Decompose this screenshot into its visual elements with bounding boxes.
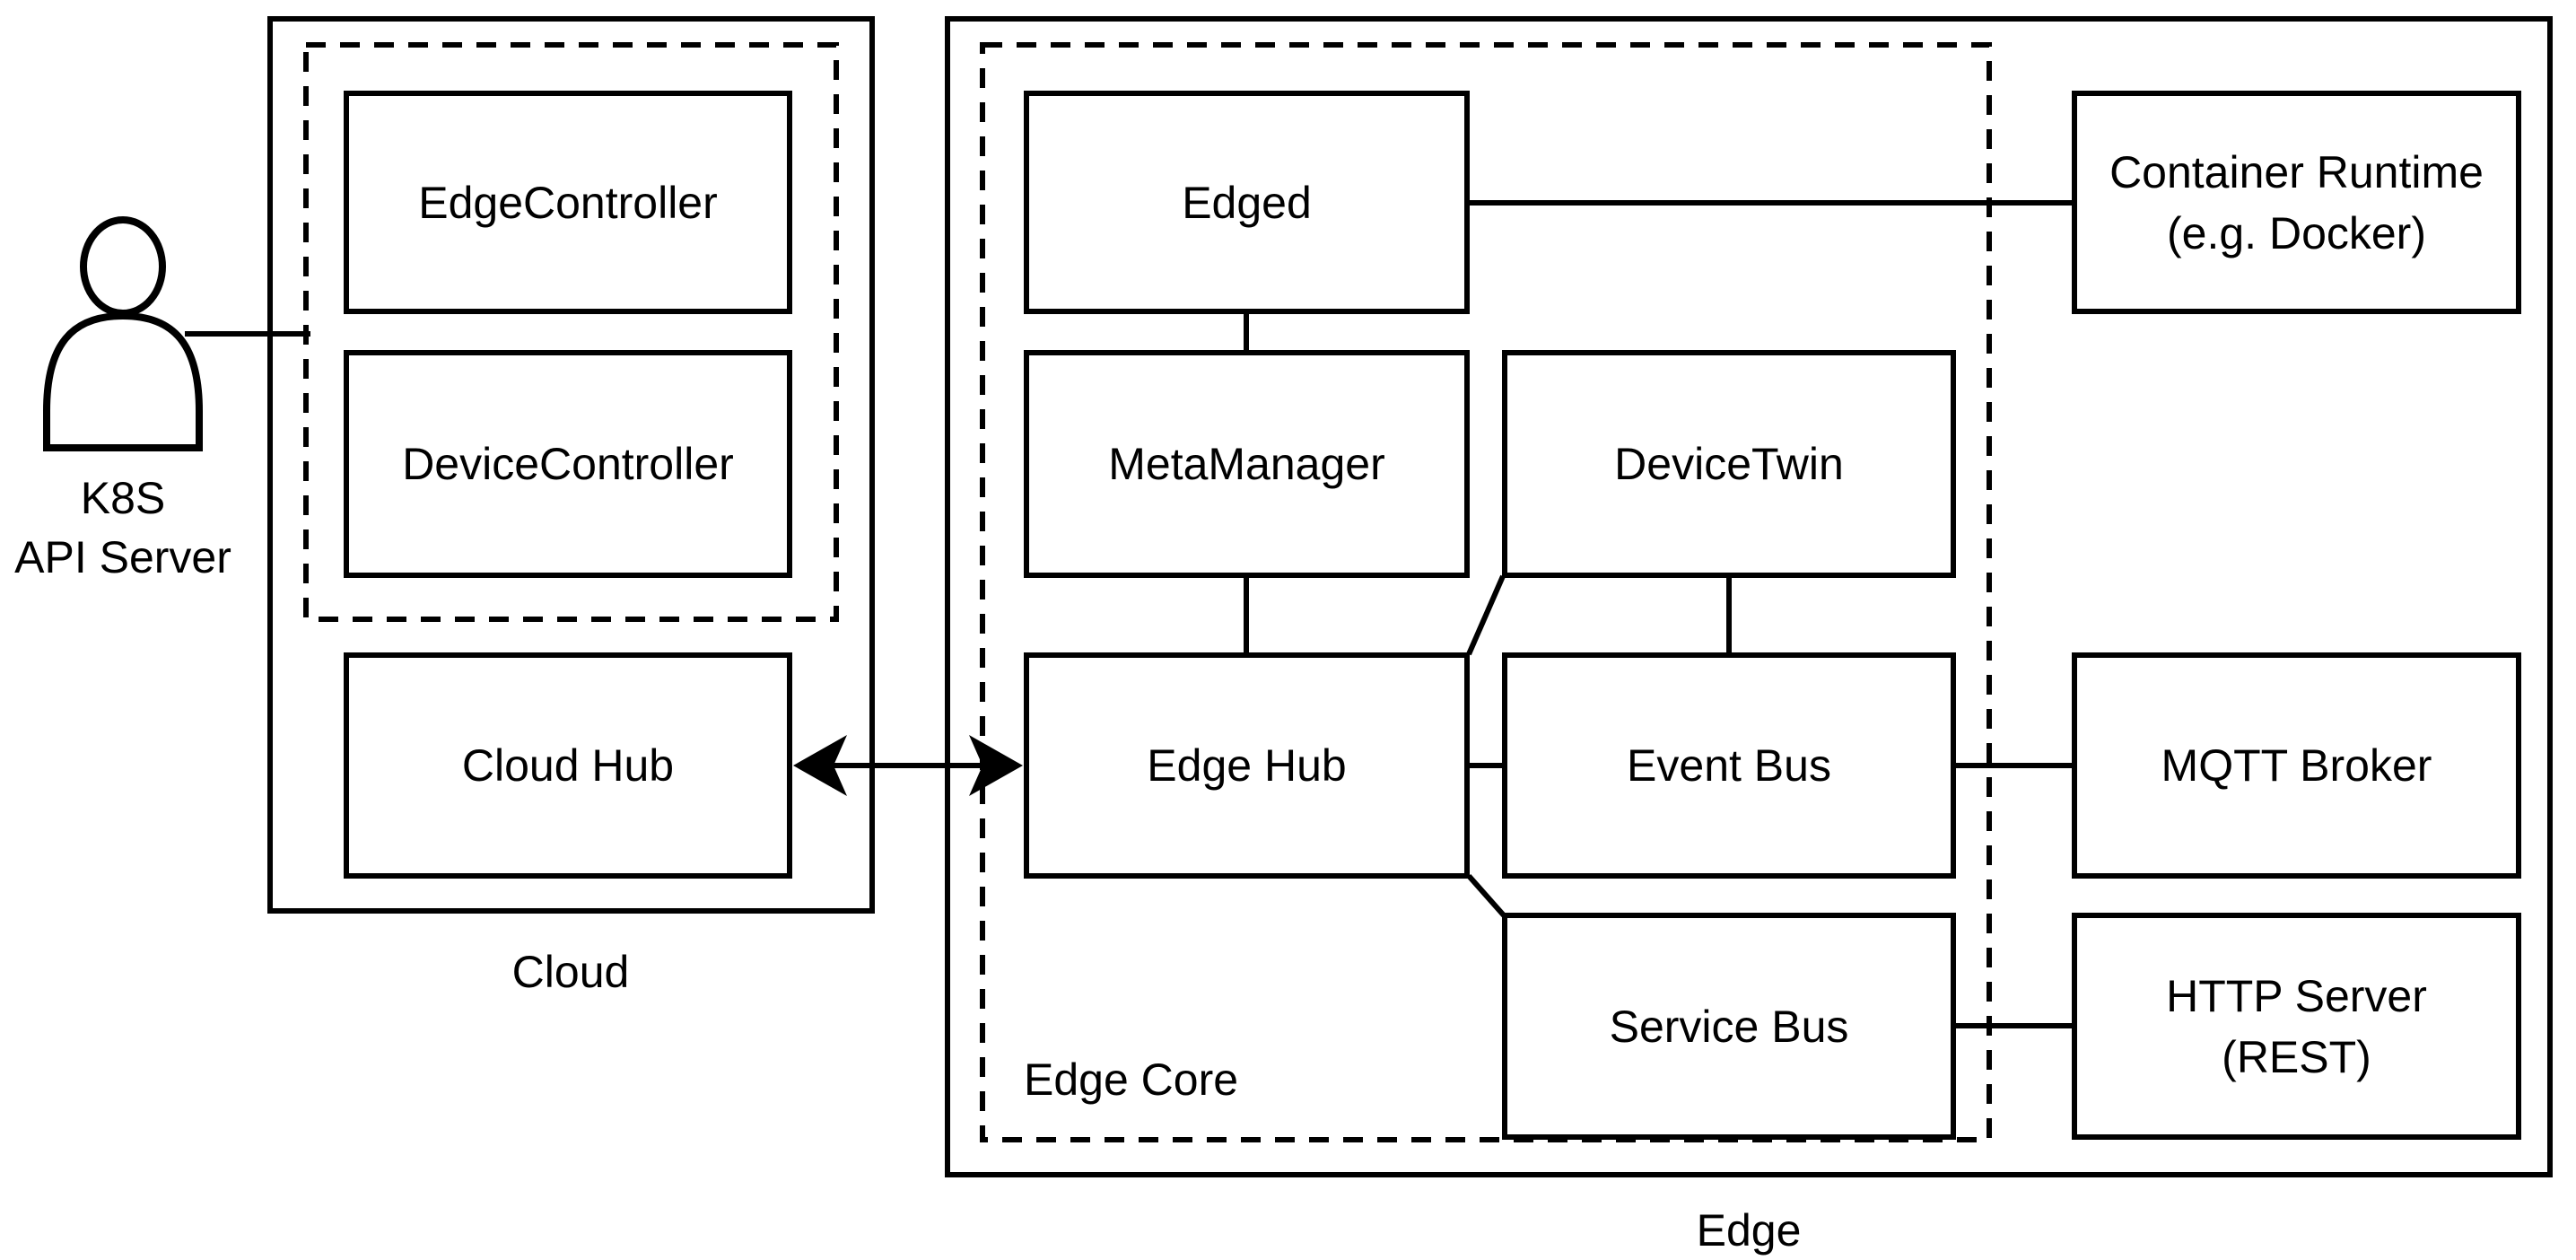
node-httpserver-sublabel: (REST) — [2222, 1031, 2371, 1082]
node-httpserver: HTTP Server (REST) — [2072, 913, 2521, 1140]
node-container-runtime: Container Runtime (e.g. Docker) — [2072, 91, 2521, 314]
node-edgehub: Edge Hub — [1024, 652, 1470, 879]
node-servicebus-label: Service Bus — [1609, 1001, 1849, 1052]
person-head — [80, 216, 166, 317]
connector-edgehub-servicebus-diagonal — [1466, 874, 1506, 917]
node-devicetwin-label: DeviceTwin — [1614, 439, 1844, 489]
edge-caption-label: Edge — [1696, 1205, 1802, 1256]
node-mqttbroker-label: MQTT Broker — [2161, 740, 2432, 791]
actor-caption-line1: K8S — [80, 473, 166, 523]
node-edged-label: Edged — [1182, 177, 1312, 228]
edge-core-caption: Edge Core — [1024, 1050, 1526, 1109]
node-metamanager: MetaManager — [1024, 350, 1470, 578]
arrowhead-right-icon — [969, 735, 1023, 796]
actor-caption-line2: API Server — [14, 532, 231, 582]
node-eventbus: Event Bus — [1502, 652, 1956, 879]
node-container-runtime-sublabel: (e.g. Docker) — [2167, 207, 2426, 258]
node-mqttbroker: MQTT Broker — [2072, 652, 2521, 879]
node-eventbus-label: Event Bus — [1627, 740, 1831, 791]
node-httpserver-label: HTTP Server — [2166, 970, 2427, 1021]
person-body — [43, 311, 203, 451]
node-edgecontroller-label: EdgeController — [418, 177, 718, 228]
node-devicecontroller: DeviceController — [344, 350, 792, 578]
cloud-container — [267, 16, 875, 914]
node-edgehub-label: Edge Hub — [1147, 740, 1347, 791]
edge-core-caption-label: Edge Core — [1024, 1054, 1239, 1105]
node-edgecontroller: EdgeController — [344, 91, 792, 314]
edge-core-dashed-group — [980, 42, 1992, 1142]
node-cloudhub: Cloud Hub — [344, 652, 792, 879]
node-edged: Edged — [1024, 91, 1470, 314]
node-servicebus: Service Bus — [1502, 913, 1956, 1140]
edge-container — [945, 16, 2553, 1177]
node-devicecontroller-label: DeviceController — [402, 439, 734, 489]
node-cloudhub-label: Cloud Hub — [461, 740, 675, 791]
actor-caption: K8S API Server — [0, 468, 246, 587]
edge-caption: Edge — [1569, 1201, 1928, 1260]
cloud-caption-label: Cloud — [511, 947, 630, 997]
arrow-cloudhub-edgehub — [793, 735, 1023, 796]
person-icon — [43, 216, 203, 451]
node-metamanager-label: MetaManager — [1108, 439, 1385, 489]
connector-devicetwin-edgehub-diagonal — [1466, 574, 1506, 656]
cloud-caption: Cloud — [391, 942, 750, 1002]
node-devicetwin: DeviceTwin — [1502, 350, 1956, 578]
arrowhead-left-icon — [793, 735, 847, 796]
node-container-runtime-label: Container Runtime — [2109, 146, 2484, 197]
